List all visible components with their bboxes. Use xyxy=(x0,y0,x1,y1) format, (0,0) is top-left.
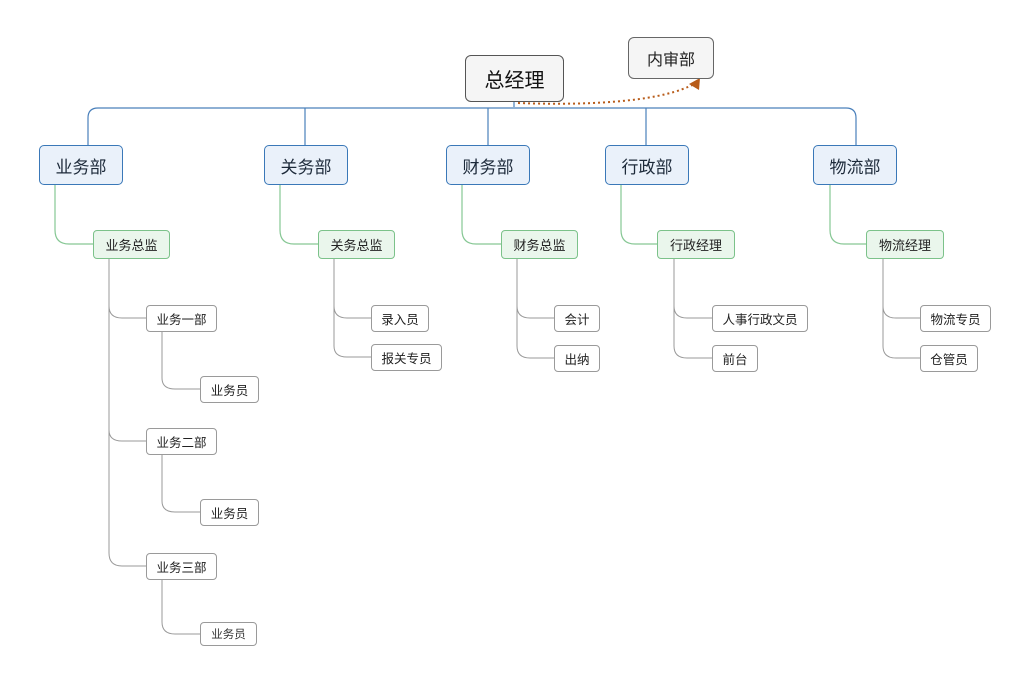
manager-node-finance-director[interactable]: 财务总监 xyxy=(501,230,578,259)
staff-node-data-entry[interactable]: 录入员 xyxy=(371,305,429,332)
staff-node-warehouse-keeper[interactable]: 仓管员 xyxy=(920,345,978,372)
staff-node-front-desk[interactable]: 前台 xyxy=(712,345,758,372)
relationship-dotted-line xyxy=(517,83,695,105)
dept-node-administration[interactable]: 行政部 xyxy=(605,145,689,185)
unit-node-business-2[interactable]: 业务二部 xyxy=(146,428,217,455)
mgr-staff-connectors xyxy=(108,259,920,635)
manager-node-customs-director[interactable]: 关务总监 xyxy=(318,230,395,259)
root-node-general-manager[interactable]: 总经理 xyxy=(465,55,564,102)
staff-node-salesperson-2[interactable]: 业务员 xyxy=(200,499,259,526)
dept-node-logistics[interactable]: 物流部 xyxy=(813,145,897,185)
manager-node-business-director[interactable]: 业务总监 xyxy=(93,230,170,259)
staff-node-logistics-specialist[interactable]: 物流专员 xyxy=(920,305,991,332)
manager-node-logistics-manager[interactable]: 物流经理 xyxy=(866,230,944,259)
dept-node-business[interactable]: 业务部 xyxy=(39,145,123,185)
root-dept-connectors xyxy=(87,102,857,145)
unit-node-business-1[interactable]: 业务一部 xyxy=(146,305,217,332)
dept-mgr-connectors xyxy=(54,185,866,245)
manager-node-admin-manager[interactable]: 行政经理 xyxy=(657,230,735,259)
dept-node-finance[interactable]: 财务部 xyxy=(446,145,530,185)
staff-node-accountant[interactable]: 会计 xyxy=(554,305,600,332)
dept-node-customs[interactable]: 关务部 xyxy=(264,145,348,185)
unit-node-business-3[interactable]: 业务三部 xyxy=(146,553,217,580)
relationship-arrowhead xyxy=(689,78,700,90)
floating-node-internal-audit[interactable]: 内审部 xyxy=(628,37,714,79)
staff-node-salesperson-1[interactable]: 业务员 xyxy=(200,376,259,403)
staff-node-customs-specialist[interactable]: 报关专员 xyxy=(371,344,442,371)
staff-node-cashier[interactable]: 出纳 xyxy=(554,345,600,372)
staff-node-hr-admin-clerk[interactable]: 人事行政文员 xyxy=(712,305,808,332)
staff-node-salesperson-3[interactable]: 业务员 xyxy=(200,622,257,646)
